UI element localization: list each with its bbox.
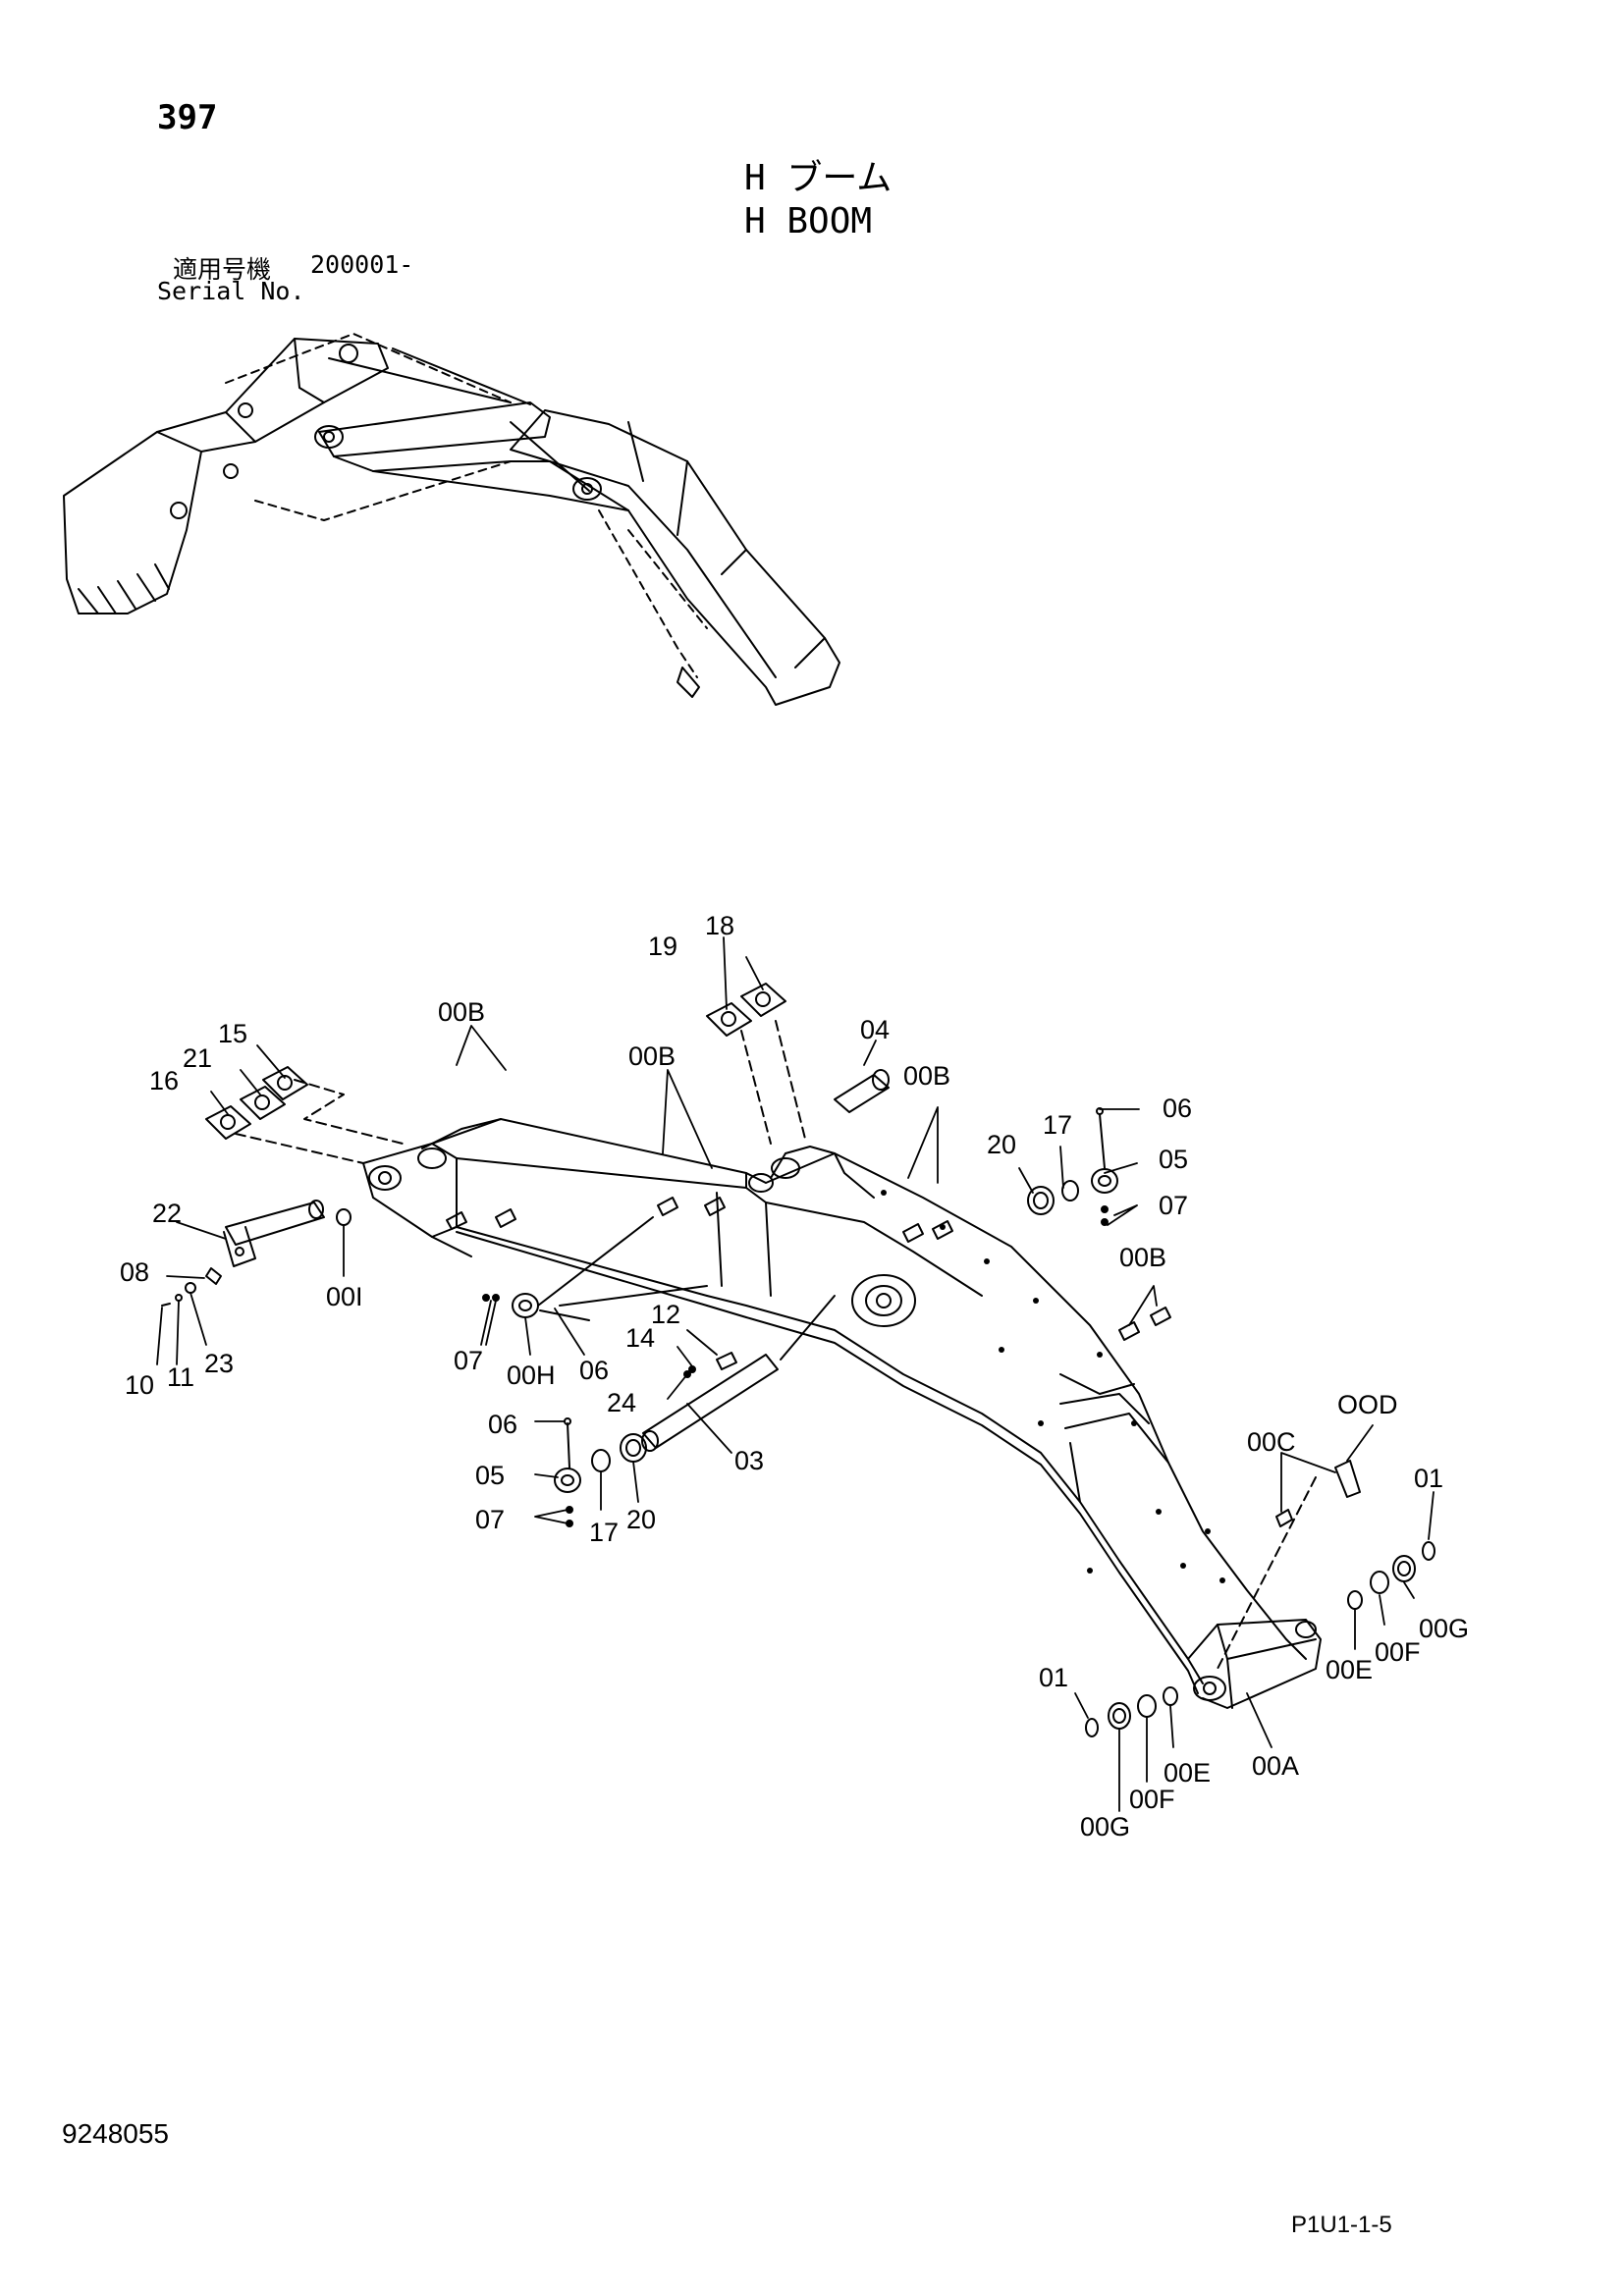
callout-10: 10 (125, 1370, 154, 1400)
callout-00b-4: 00B (1119, 1243, 1166, 1272)
callout-03: 03 (734, 1446, 764, 1475)
callout-01-b: 01 (1039, 1663, 1068, 1692)
callout-00f-a: 00F (1375, 1637, 1421, 1667)
callout-05-c: 05 (475, 1461, 505, 1490)
serial-value: 200001- (310, 250, 414, 279)
serial-label-japanese: 適用号機 (173, 255, 272, 284)
callout-20-a: 20 (987, 1130, 1016, 1159)
callout-16: 16 (149, 1066, 179, 1095)
boom-assembly (161, 983, 1435, 1737)
callout-21: 21 (183, 1043, 212, 1073)
callout-19: 19 (648, 932, 677, 961)
callout-00a: 00A (1252, 1751, 1299, 1781)
callout-00b-1: 00B (438, 997, 485, 1027)
callout-22: 22 (152, 1199, 182, 1228)
callout-08: 08 (120, 1257, 149, 1287)
callout-24: 24 (607, 1388, 636, 1417)
callout-00b-2: 00B (628, 1041, 676, 1071)
callout-00e-b: 00E (1164, 1758, 1211, 1788)
callout-00b-3: 00B (903, 1061, 950, 1091)
callout-17-c: 17 (589, 1518, 619, 1547)
callout-04: 04 (860, 1015, 890, 1044)
callout-06-b: 06 (579, 1356, 609, 1385)
callout-00d: OOD (1337, 1390, 1398, 1419)
overview-sketch (63, 333, 840, 706)
callout-14: 14 (625, 1323, 655, 1353)
callout-07-a: 07 (1159, 1191, 1188, 1220)
callout-07-b: 07 (454, 1346, 483, 1375)
document-number: 9248055 (62, 2118, 170, 2149)
callout-00i: 00I (326, 1282, 363, 1311)
callout-00g-a: 00G (1419, 1614, 1469, 1643)
page-number: 397 (157, 98, 218, 137)
callout-07-c: 07 (475, 1505, 505, 1534)
callout-15: 15 (218, 1019, 247, 1048)
callout-00c: 00C (1247, 1427, 1296, 1457)
callout-labels: 18 19 15 21 16 00B 00B 00B 00B 04 06 05 … (120, 911, 1469, 1842)
callout-20-c: 20 (626, 1505, 656, 1534)
title-english: H BOOM (744, 201, 873, 241)
callout-00e-a: 00E (1326, 1655, 1373, 1684)
title-japanese: H ブーム (744, 158, 893, 198)
page-code: P1U1-1-5 (1291, 2212, 1392, 2238)
callout-00f-b: 00F (1129, 1785, 1175, 1814)
callout-06-a: 06 (1163, 1094, 1192, 1123)
callout-17-a: 17 (1043, 1110, 1072, 1140)
callout-06-c: 06 (488, 1410, 517, 1439)
callout-00g-b: 00G (1080, 1812, 1130, 1842)
callout-23: 23 (204, 1349, 234, 1378)
callout-00h: 00H (507, 1361, 556, 1390)
callout-18: 18 (705, 911, 734, 940)
leader-lines (156, 936, 1435, 1812)
callout-11: 11 (167, 1362, 194, 1392)
serial-label-english: Serial No. (157, 277, 305, 305)
callout-01-a: 01 (1414, 1464, 1443, 1493)
callout-12: 12 (651, 1300, 680, 1329)
callout-05-a: 05 (1159, 1145, 1188, 1174)
